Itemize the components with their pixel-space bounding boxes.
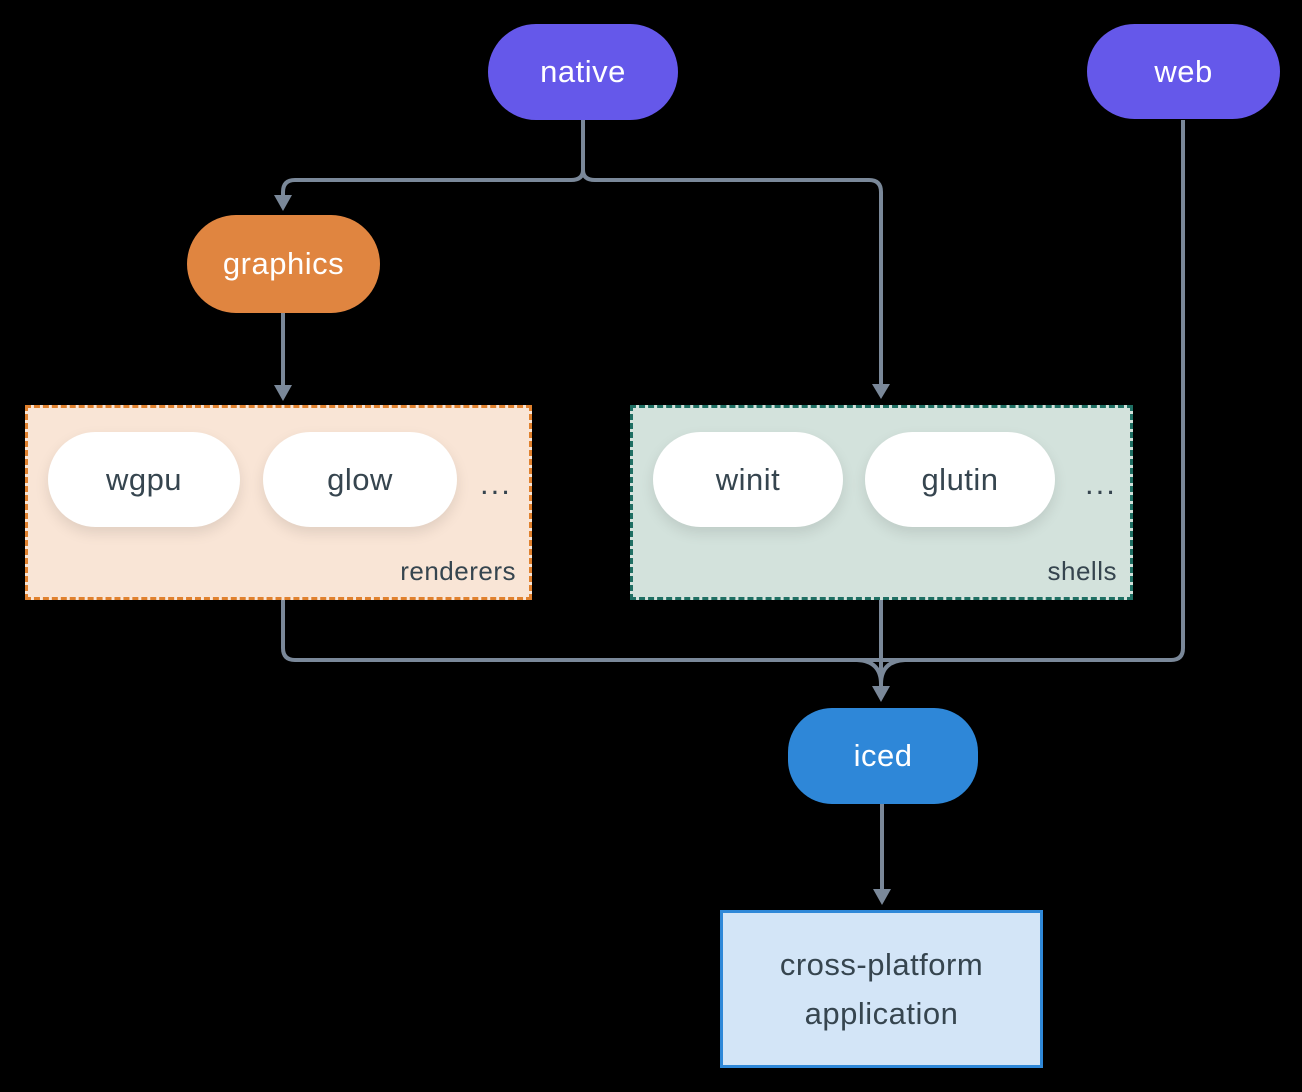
node-web-label: web xyxy=(1154,53,1213,89)
arrowhead-iced xyxy=(872,686,890,702)
node-graphics: graphics xyxy=(187,215,380,313)
shells-ellipsis: ... xyxy=(1085,466,1117,501)
node-glow-label: glow xyxy=(327,461,393,497)
node-glutin: glutin xyxy=(865,432,1055,527)
node-wgpu: wgpu xyxy=(48,432,240,527)
app-label-line1: cross-platform xyxy=(779,947,984,982)
edge-native-to-graphics xyxy=(281,169,585,196)
node-winit-label: winit xyxy=(715,461,781,497)
node-iced: iced xyxy=(788,708,978,804)
node-native: native xyxy=(488,24,678,120)
node-iced-label: iced xyxy=(853,738,913,773)
edge-renderers-down xyxy=(281,600,1171,662)
group-renderers-label: renderers xyxy=(400,556,516,586)
renderers-ellipsis: ... xyxy=(480,466,512,501)
merge-fillet-left xyxy=(856,658,883,685)
edge-web-down xyxy=(1170,120,1185,662)
edge-native-to-shells xyxy=(581,169,883,384)
node-glutin-label: glutin xyxy=(921,461,999,497)
arrowhead-graphics xyxy=(274,195,292,211)
node-wgpu-label: wgpu xyxy=(105,461,183,497)
node-glow: glow xyxy=(263,432,457,527)
node-graphics-label: graphics xyxy=(222,246,345,281)
arrowhead-shells xyxy=(872,384,890,399)
node-web: web xyxy=(1087,24,1280,119)
merge-fillet-right xyxy=(879,658,906,685)
arrowhead-app xyxy=(873,889,891,905)
app-label-line2: application xyxy=(804,996,959,1031)
node-native-label: native xyxy=(540,54,626,89)
node-winit: winit xyxy=(653,432,843,527)
group-shells-label: shells xyxy=(1047,556,1117,586)
arrowhead-renderers xyxy=(274,385,292,401)
node-cross-platform-application: cross-platform application xyxy=(720,910,1043,1068)
